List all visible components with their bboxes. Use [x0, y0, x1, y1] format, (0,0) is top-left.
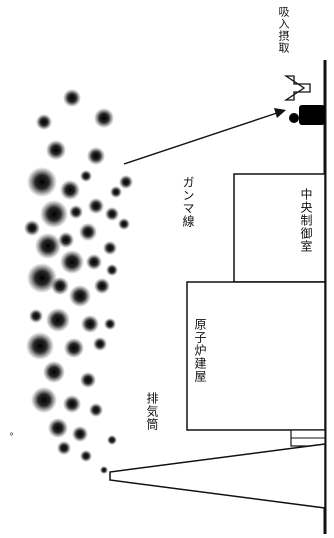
- plume-particle: [80, 372, 96, 388]
- stack-label: 排気筒: [145, 392, 159, 431]
- plume-particle: [64, 338, 84, 358]
- reactor-building-label: 原子炉建屋: [193, 318, 207, 383]
- plume-particle: [40, 200, 68, 228]
- plume-particle: [88, 198, 104, 214]
- plume-particle: [24, 220, 40, 236]
- plume-particle: [118, 218, 130, 230]
- plume-particle: [103, 241, 117, 255]
- plume-particle: [26, 332, 54, 360]
- plume-particle: [81, 315, 99, 333]
- plume-particle: [107, 435, 117, 445]
- plume-particle: [58, 232, 74, 248]
- plume-particle: [46, 308, 70, 332]
- plume-particle: [110, 186, 122, 198]
- plume-particle: [100, 466, 108, 474]
- plume-particle: [48, 418, 68, 438]
- intake-label: 吸入摂取: [277, 6, 290, 54]
- plume-particle: [46, 140, 66, 160]
- gamma-ray-arrowhead-icon: [274, 108, 286, 118]
- plume-particle: [119, 175, 133, 189]
- plume-particle: [80, 170, 92, 182]
- plume-particle: [63, 89, 81, 107]
- plume-particle: [63, 395, 81, 413]
- plume-particle: [79, 223, 97, 241]
- plume-particle: [94, 278, 110, 294]
- gamma-label: ガンマ線: [181, 176, 195, 228]
- plume-particle: [105, 207, 119, 221]
- plume-particle: [86, 254, 102, 270]
- plume-particle: [35, 233, 61, 259]
- plume-particle: [94, 108, 114, 128]
- plume-particle: [69, 285, 91, 307]
- plume-particle: [104, 318, 116, 330]
- plume-particle: [51, 277, 69, 295]
- radioactive-plume-cloud: [24, 89, 133, 474]
- plume-particle: [80, 450, 92, 462]
- plume-particle: [89, 403, 103, 417]
- exhaust-stack: [109, 443, 326, 509]
- plume-particle: [57, 441, 71, 455]
- plume-particle: [60, 180, 80, 200]
- intake-arrow-icon: [283, 75, 311, 101]
- plume-particle: [31, 387, 57, 413]
- reactor-building: [186, 281, 326, 431]
- gamma-ray-arrow-line: [123, 111, 281, 165]
- plume-particle: [27, 167, 57, 197]
- plume-particle: [60, 250, 84, 274]
- plume-particle: [93, 337, 107, 351]
- plume-particle: [29, 309, 43, 323]
- cut-text: 。: [1, 432, 12, 443]
- plume-particle: [72, 426, 88, 442]
- plume-particle: [27, 263, 57, 293]
- plume-particle: [87, 147, 105, 165]
- plume-particle: [36, 114, 52, 130]
- plume-particle: [106, 264, 118, 276]
- control-room-label: 中央制御室: [299, 188, 313, 253]
- plume-particle: [69, 205, 83, 219]
- plume-particle: [43, 361, 65, 383]
- person-icon: [289, 105, 325, 125]
